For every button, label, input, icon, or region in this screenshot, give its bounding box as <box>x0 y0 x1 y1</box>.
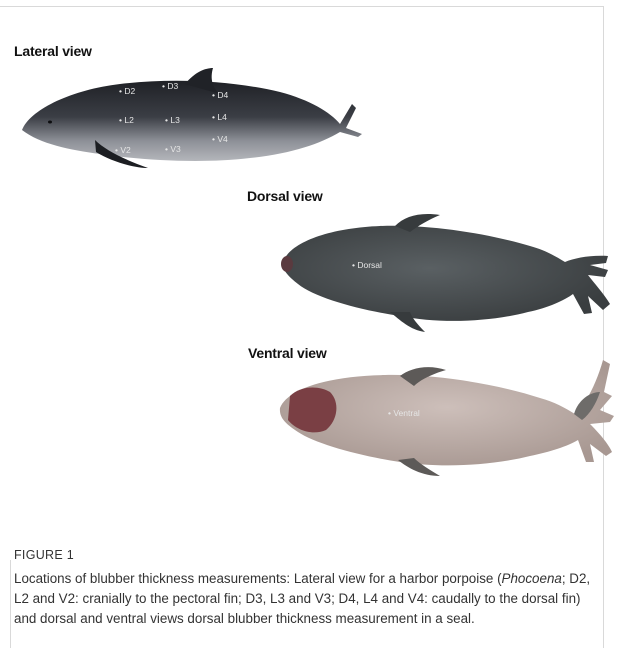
label-l2: • L2 <box>119 115 134 125</box>
label-l4: • L4 <box>212 112 227 122</box>
caption-frame-left <box>10 560 11 648</box>
label-v2: • V2 <box>115 145 131 155</box>
label-dorsal: • Dorsal <box>352 260 382 270</box>
caption-text-1: Locations of blubber thickness measureme… <box>14 571 502 586</box>
seal-ventral-head <box>288 387 336 432</box>
figure-number: FIGURE 1 <box>14 548 74 562</box>
porpoise-eye <box>48 121 52 124</box>
seal-dorsal-body <box>283 226 610 321</box>
label-v4: • V4 <box>212 134 228 144</box>
label-d2: • D2 <box>119 86 135 96</box>
label-d3: • D3 <box>162 81 178 91</box>
porpoise-illustration: • D2 • D3 • D4 • L2 • L3 • L4 • V2 • V3 … <box>22 68 362 168</box>
label-ventral: • Ventral <box>388 408 420 418</box>
figure-caption: Locations of blubber thickness measureme… <box>14 569 594 629</box>
caption-species-italic: Phocoena <box>502 571 562 586</box>
porpoise-body <box>22 81 362 161</box>
seal-dorsal-snout <box>281 256 293 272</box>
seal-dorsal-illustration: • Dorsal <box>281 214 610 332</box>
figure-illustration: • D2 • D3 • D4 • L2 • L3 • L4 • V2 • V3 … <box>0 0 621 545</box>
label-v3: • V3 <box>165 144 181 154</box>
label-d4: • D4 <box>212 90 228 100</box>
seal-ventral-illustration: • Ventral <box>280 360 614 476</box>
label-l3: • L3 <box>165 115 180 125</box>
